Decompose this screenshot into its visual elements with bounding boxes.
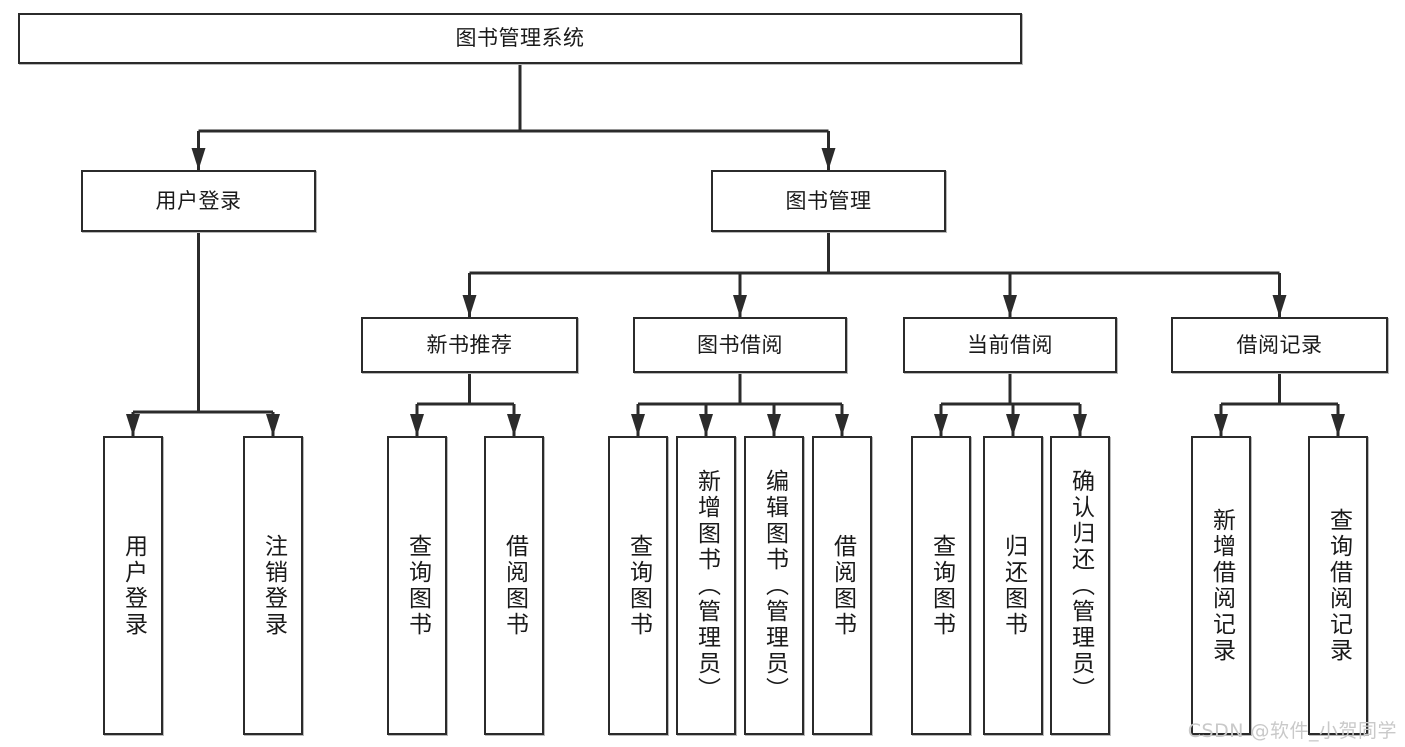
arrowhead [266,414,280,436]
node-label: 新增图书（管理员） [693,468,720,703]
node-newbooks[interactable]: 新书推荐 [361,317,578,373]
node-label: 查询借阅记录 [1325,507,1352,664]
arrowhead [1272,295,1287,317]
arrowhead [462,295,477,317]
node-label: 图书借阅 [697,332,783,357]
arrowhead [934,414,948,436]
arrowhead [699,414,713,436]
node-leaf-bq-query[interactable]: 查询图书 [608,436,668,735]
arrowhead [1073,414,1087,436]
node-label: 用户登录 [120,533,147,638]
node-leaf-logout[interactable]: 注销登录 [243,436,303,735]
node-leaf-cur-query[interactable]: 查询图书 [911,436,971,735]
node-label: 借阅图书 [501,533,528,638]
node-label: 归还图书 [1000,533,1027,638]
node-leaf-nb-borrow[interactable]: 借阅图书 [484,436,544,735]
node-leaf-bq-edit[interactable]: 编辑图书（管理员） [744,436,804,735]
watermark: CSDN @软件_小贺同学 [1187,720,1397,742]
arrowhead [835,414,849,436]
node-root[interactable]: 图书管理系统 [18,13,1022,64]
node-label: 查询图书 [625,533,652,638]
arrowhead [631,414,645,436]
arrowhead [767,414,781,436]
arrowhead [1003,295,1017,317]
node-leaf-rec-add[interactable]: 新增借阅记录 [1191,436,1251,735]
node-leaf-bq-borrow[interactable]: 借阅图书 [812,436,872,735]
node-leaf-rec-query[interactable]: 查询借阅记录 [1308,436,1368,735]
arrowhead [410,414,424,436]
node-label: 图书管理 [785,188,872,213]
node-label: 图书管理系统 [455,26,585,51]
node-label: 借阅图书 [829,533,856,638]
node-leaf-cur-confirm[interactable]: 确认归还（管理员） [1050,436,1110,735]
node-label: 当前借阅 [967,332,1053,357]
node-records[interactable]: 借阅记录 [1171,317,1388,373]
node-leaf-cur-return[interactable]: 归还图书 [983,436,1043,735]
node-borrow[interactable]: 图书借阅 [633,317,847,373]
node-label: 确认归还（管理员） [1067,468,1094,703]
arrowhead [1006,414,1020,436]
node-label: 新增借阅记录 [1208,507,1235,664]
node-label: 查询图书 [404,533,431,638]
node-leaf-nb-query[interactable]: 查询图书 [387,436,447,735]
node-leaf-user-login[interactable]: 用户登录 [103,436,163,735]
arrowhead [126,414,140,436]
node-label: 用户登录 [155,188,242,213]
arrowhead [1331,414,1345,436]
node-leaf-bq-add[interactable]: 新增图书（管理员） [676,436,736,735]
node-bookmgmt[interactable]: 图书管理 [711,170,946,232]
node-label: 注销登录 [260,533,287,638]
node-label: 查询图书 [928,533,955,638]
node-current[interactable]: 当前借阅 [903,317,1117,373]
arrowhead [733,295,747,317]
arrowhead [821,148,836,170]
arrowhead [507,414,521,436]
node-label: 新书推荐 [426,332,513,357]
arrowhead [1214,414,1228,436]
node-label: 借阅记录 [1236,332,1323,357]
node-label: 编辑图书（管理员） [761,468,788,703]
node-login[interactable]: 用户登录 [81,170,316,232]
arrowhead [191,148,206,170]
